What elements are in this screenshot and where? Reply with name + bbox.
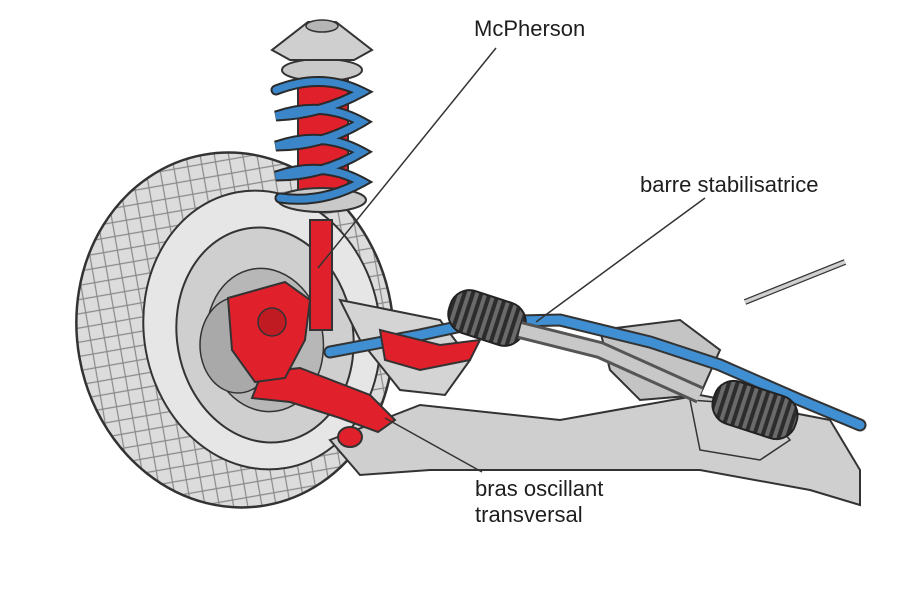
coil-spring [270, 76, 374, 205]
steering-rack [447, 259, 847, 441]
leader-lines [317, 47, 706, 473]
leader-mcpherson [317, 47, 497, 269]
label-bras-oscillant: bras oscillant [475, 476, 604, 501]
transverse-arm [250, 328, 482, 448]
label-transversal: transversal [475, 502, 583, 527]
leader-bras [384, 417, 483, 473]
label-barre-stabilisatrice: barre stabilisatrice [640, 172, 819, 197]
label-mcpherson: McPherson [474, 16, 586, 41]
stabilizer-bar [323, 313, 867, 432]
leader-barre [535, 197, 706, 323]
hub-carrier [226, 280, 312, 384]
